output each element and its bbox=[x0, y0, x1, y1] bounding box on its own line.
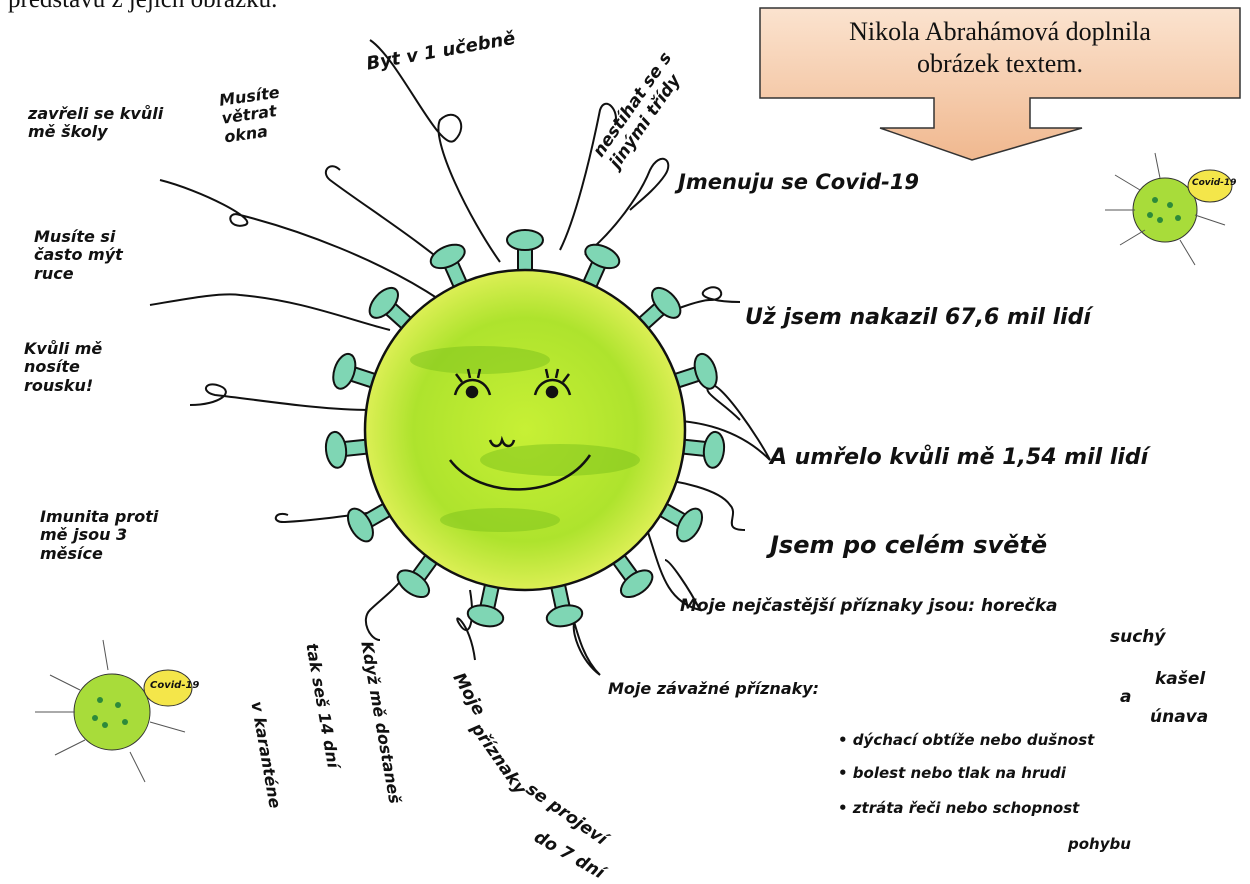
callout-line-1: Nikola Abrahámová doplnila bbox=[772, 16, 1228, 48]
label-jmenuji: Jmenuju se Covid-19 bbox=[678, 170, 919, 194]
mascot-icon-bottom-left bbox=[35, 640, 192, 782]
virus-illustration bbox=[324, 230, 726, 629]
label-musite-myt: Musíte si často mýt ruce bbox=[34, 228, 154, 283]
label-kvuli-rousku: Kvůli mě nosíte rousku! bbox=[24, 340, 134, 395]
label-imunita: Imunita proti mě jsou 3 měsíce bbox=[40, 508, 180, 563]
label-nejcastejsi-4: a bbox=[1120, 688, 1131, 708]
label-nejcastejsi-2: suchý bbox=[1110, 628, 1165, 648]
label-zavazne: Moje závažné příznaky: bbox=[608, 680, 819, 698]
label-zavreli: zavřeli se kvůli mě školy bbox=[28, 105, 168, 142]
label-nakazil: Už jsem nakazil 67,6 mil lidí bbox=[745, 305, 1091, 330]
label-zavazne-item-1: • dýchací obtíže nebo dušnost bbox=[838, 732, 1094, 749]
callout-text: Nikola Abrahámová doplnila obrázek texte… bbox=[772, 16, 1228, 80]
mascot-icon-top-right bbox=[1105, 153, 1232, 265]
label-zavazne-item-2: • bolest nebo tlak na hrudi bbox=[838, 765, 1066, 782]
label-po-celem: Jsem po celém světě bbox=[770, 532, 1047, 560]
label-nejcastejsi-5: únava bbox=[1150, 708, 1208, 728]
label-zavazne-item-last: pohybu bbox=[1068, 836, 1131, 853]
mascot-label-bottom: Covid-19 bbox=[150, 680, 199, 692]
label-nejcastejsi-3: kašel bbox=[1155, 670, 1205, 690]
label-nejcastejsi-1: Moje nejčastější příznaky jsou: horečka bbox=[680, 597, 1058, 617]
mascot-label-top: Covid-19 bbox=[1192, 178, 1236, 188]
callout-line-2: obrázek textem. bbox=[772, 48, 1228, 80]
label-umrelo: A umřelo kvůli mě 1,54 mil lidí bbox=[770, 445, 1148, 470]
label-zavazne-item-3: • ztráta řeči nebo schopnost bbox=[838, 800, 1079, 817]
